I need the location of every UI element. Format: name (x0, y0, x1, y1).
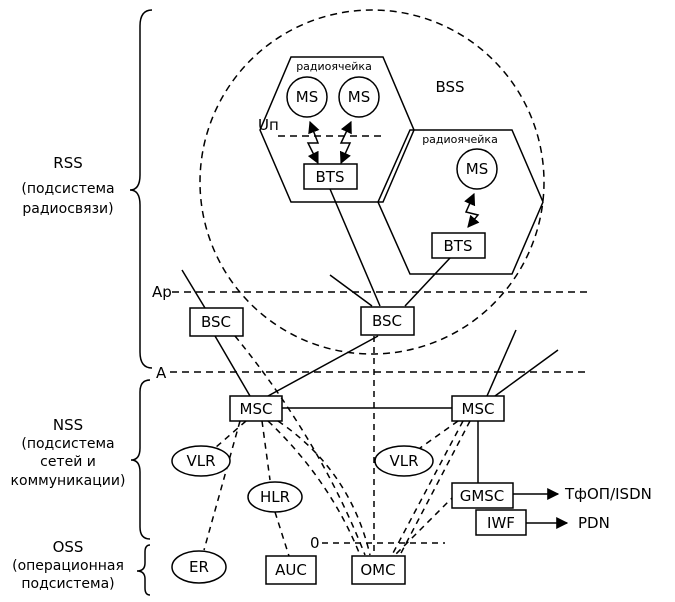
mgmt-msc2-vlr2 (419, 420, 459, 449)
ms-2-label: MS (348, 88, 370, 106)
oss-desc-2: подсистема) (21, 576, 114, 592)
link-msc2-up-2 (494, 349, 559, 397)
mgmt-msc1-er (203, 420, 241, 551)
nss-desc-2: сетей и (40, 454, 96, 470)
rss-name: RSS (53, 154, 82, 172)
vlr-1-label: VLR (186, 452, 215, 470)
ms-1 (286, 76, 328, 118)
omc (351, 555, 406, 585)
msc-1-label: MSC (240, 400, 273, 418)
hlr-label: HLR (260, 488, 290, 506)
abis-interface-label: Ap (152, 283, 172, 301)
rss-desc-2: радиосвязи) (22, 201, 113, 217)
mgmt-msc1-omc-2 (277, 420, 371, 556)
radio-link-3 (464, 192, 480, 228)
msc-2 (451, 395, 505, 422)
gmsc-label: GMSC (460, 487, 505, 505)
bsc-2 (360, 306, 415, 336)
nss-desc-1: (подсистема (21, 436, 114, 452)
mgmt-msc2-omc-1 (391, 420, 464, 556)
iwf-label: IWF (487, 514, 515, 532)
radio-link-1 (306, 120, 320, 165)
bsc-1 (189, 307, 244, 337)
bts-1-label: BTS (316, 168, 345, 186)
vlr-1 (171, 445, 231, 477)
nss-name: NSS (53, 416, 83, 434)
ms-3 (456, 148, 498, 190)
auc-label: AUC (275, 561, 307, 579)
oss-name: OSS (53, 538, 84, 556)
oss-desc-1: (операционная (12, 558, 124, 574)
link-bsc1-msc1 (214, 335, 251, 397)
link-msc2-up-1 (486, 329, 517, 397)
mgmt-msc1-vlr1 (214, 420, 247, 449)
um-interface-label: Uп (258, 116, 279, 134)
link-bts2-bsc2 (404, 257, 451, 307)
msc-2-label: MSC (462, 400, 495, 418)
vlr-2 (374, 445, 434, 477)
link-bts1-bsc2 (329, 188, 381, 307)
link-bsc1-up (181, 269, 206, 309)
radio-cell-2-label: радиоячейка (422, 133, 498, 146)
rss-desc-1: (подсистема (21, 181, 114, 197)
bts-2-label: BTS (444, 237, 473, 255)
link-bsc2-msc1 (267, 335, 379, 397)
bsc-1-label: BSC (201, 313, 231, 331)
mgmt-hlr-auc (274, 511, 290, 557)
omc-label: OMC (360, 561, 395, 579)
iwf (475, 509, 527, 536)
a-interface-label: A (156, 364, 167, 382)
radio-cell-1 (259, 56, 415, 203)
mgmt-bsc1-omc (234, 335, 366, 556)
msc-1 (229, 395, 283, 422)
er-label: ER (189, 558, 209, 576)
mgmt-msc1-omc-1 (267, 420, 361, 556)
radio-cell-2 (377, 129, 544, 275)
gmsc (451, 482, 514, 509)
bss-label: BSS (435, 78, 464, 96)
er (171, 550, 227, 584)
hlr (247, 481, 303, 513)
bss-boundary (199, 9, 545, 355)
bsc-2-label: BSC (372, 312, 402, 330)
mgmt-gmsc-omc (394, 494, 456, 556)
bts-2 (431, 232, 486, 259)
auc (265, 555, 317, 585)
ms-2 (338, 76, 380, 118)
pdn-label: PDN (578, 514, 610, 532)
link-bsc2-up (329, 274, 373, 307)
vlr-2-label: VLR (389, 452, 418, 470)
pstn-label: ТфОП/ISDN (564, 485, 652, 503)
rss-brace (129, 9, 153, 369)
radio-link-2 (339, 120, 352, 165)
ms-3-label: MS (466, 160, 488, 178)
radio-cell-1-label: радиоячейка (296, 60, 372, 73)
ms-1-label: MS (296, 88, 318, 106)
mgmt-msc2-omc-2 (399, 420, 471, 556)
oss-brace (136, 544, 151, 596)
nss-desc-3: коммуникации) (11, 473, 126, 489)
o-interface-label: 0 (310, 534, 320, 552)
nss-brace (130, 379, 151, 540)
mgmt-msc1-hlr (261, 420, 271, 481)
